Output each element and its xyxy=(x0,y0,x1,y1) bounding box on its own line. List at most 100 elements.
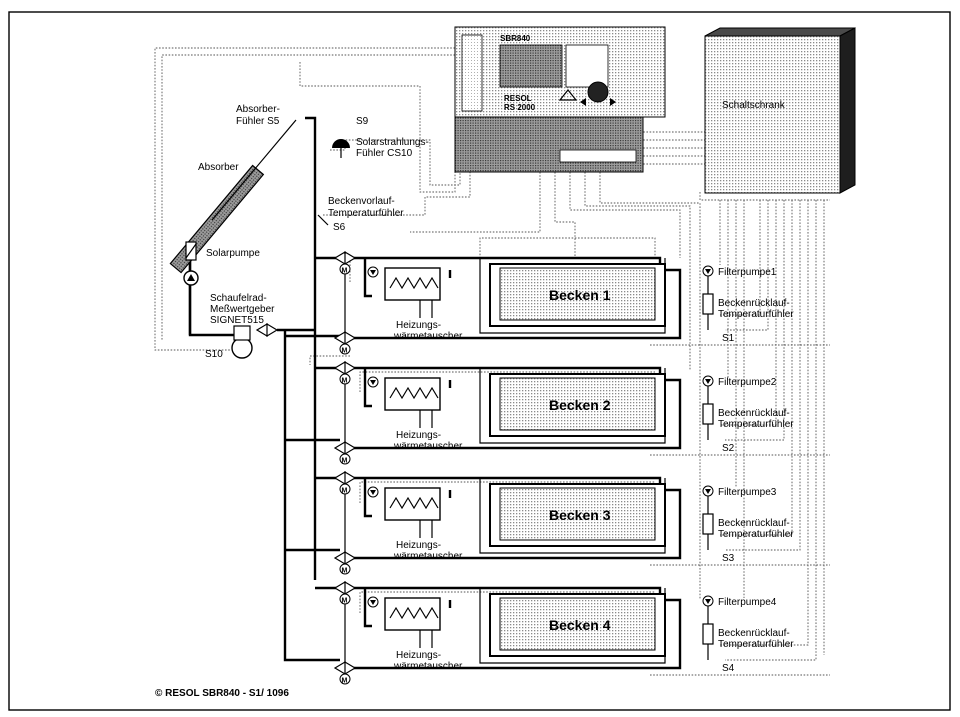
valve-motor-icon-3 xyxy=(339,483,351,495)
radiation-sensor-label-2: Fühler CS10 xyxy=(356,148,413,159)
cabinet-top xyxy=(704,27,856,37)
return-sensor-label: Temperaturfühler xyxy=(718,529,794,540)
return-sensor-label: Temperaturfühler xyxy=(718,639,794,650)
flow-sensor-label-2: Temperaturfühler xyxy=(328,208,404,219)
cabinet-front xyxy=(704,35,841,194)
heat-exchanger-3 xyxy=(384,487,441,521)
pool-label: Becken 4 xyxy=(549,617,611,633)
valve-motor-label: M xyxy=(342,378,348,385)
controller-model-bottom: RS 2000 xyxy=(504,103,536,112)
switch-cabinet: Schaltschrank xyxy=(704,27,856,194)
heat-exchanger-2 xyxy=(384,377,441,411)
valve-motor-label: M xyxy=(342,458,348,465)
valve-motor-icon-3 xyxy=(339,563,351,575)
heat-exchanger-label: wärmetauscher xyxy=(393,331,463,342)
flow-sensor-id: S6 xyxy=(333,222,346,233)
valve-motor-label: M xyxy=(342,488,348,495)
flow-sensor-label: Beckenvorlauf- xyxy=(328,196,395,207)
solar-pump-label: Solarpumpe xyxy=(206,248,260,259)
controller-arrow-left-icon xyxy=(580,98,586,106)
cabinet-label: Schaltschrank xyxy=(722,100,786,111)
return-sensor-id: S3 xyxy=(722,553,735,564)
pool-label: Becken 2 xyxy=(549,397,611,413)
flowmeter-id: S10 xyxy=(205,349,223,360)
controller-arrow-right-icon xyxy=(610,98,616,106)
pool-label: Becken 1 xyxy=(549,287,611,303)
return-sensor-label: Beckenrücklauf- xyxy=(718,298,790,309)
solar-loop xyxy=(169,116,350,662)
heat-exchanger-coil-icon xyxy=(389,496,439,510)
heat-exchanger-coil-icon xyxy=(389,606,439,620)
cabinet-side xyxy=(839,27,856,194)
heat-exchanger-label: wärmetauscher xyxy=(393,441,463,452)
heat-exchanger-label: Heizungs- xyxy=(396,650,441,661)
radiation-sensor-icon xyxy=(332,139,350,148)
controller-display xyxy=(499,44,563,88)
filter-pump-label: Filterpumpe2 xyxy=(718,377,777,388)
pool-row-2: M M Becken 2 Filterpumpe2Beckenrücklauf-Tem… xyxy=(315,360,794,465)
flowmeter-label-2: Meßwertgeber xyxy=(210,304,275,315)
flowmeter-sensor-icon xyxy=(233,325,251,341)
flowmeter-valve-icon xyxy=(255,322,279,338)
return-sensor-label: Beckenrücklauf- xyxy=(718,408,790,419)
return-sensor-icon-2 xyxy=(702,403,714,425)
controller-brand: RESOL xyxy=(504,94,532,103)
valve-supply-icon-1 xyxy=(333,250,357,266)
valve-motor-label: M xyxy=(342,598,348,605)
filter-pump-label: Filterpumpe3 xyxy=(718,487,777,498)
pool-water-3 xyxy=(499,487,656,541)
heat-exchanger-4 xyxy=(384,597,441,631)
valve-motor-icon-2 xyxy=(339,373,351,385)
valve-motor-icon-1 xyxy=(339,343,351,355)
heat-exchanger-coil-icon xyxy=(389,276,439,290)
pool-water-4 xyxy=(499,597,656,651)
valve-return-icon-2 xyxy=(333,440,357,456)
radiation-sensor-id: S9 xyxy=(356,116,369,127)
controller-model-top: SBR840 xyxy=(500,34,531,43)
valve-supply-icon-3 xyxy=(333,470,357,486)
valve-motor-label: M xyxy=(342,268,348,275)
flowmeter-icon xyxy=(231,337,253,359)
pool-water-1 xyxy=(499,267,656,321)
return-sensor-id: S1 xyxy=(722,333,735,344)
return-sensor-icon-3 xyxy=(702,513,714,535)
heat-exchanger-label: Heizungs- xyxy=(396,540,441,551)
heat-exchanger-1 xyxy=(384,267,441,301)
controller-keypad xyxy=(565,44,609,88)
pool-row-1: M M Becken 1 Filterpumpe1Beckenrücklauf-Tem… xyxy=(315,250,794,355)
return-sensor-id: S4 xyxy=(722,663,735,674)
filter-pump-label: Filterpumpe1 xyxy=(718,267,777,278)
filter-pump-label: Filterpumpe4 xyxy=(718,597,777,608)
controller-unit: SBR840 RESOL RS 2000 xyxy=(454,26,666,173)
controller-left-panel xyxy=(461,34,483,112)
diagram-frame xyxy=(8,11,951,711)
pool-water-2 xyxy=(499,377,656,431)
pool-label: Becken 3 xyxy=(549,507,611,523)
valve-motor-label: M xyxy=(342,348,348,355)
return-sensor-label: Temperaturfühler xyxy=(718,419,794,430)
absorber-label: Absorber xyxy=(198,162,239,173)
heat-exchanger-label: wärmetauscher xyxy=(393,551,463,562)
valve-return-icon-3 xyxy=(333,550,357,566)
controller-terminal-strip xyxy=(559,149,637,163)
controller-terminal-block xyxy=(454,116,644,173)
copyright: © RESOL SBR840 - S1/ 1096 xyxy=(155,688,289,699)
return-sensor-label: Temperaturfühler xyxy=(718,309,794,320)
pool-row-3: M M Becken 3 Filterpumpe3Beckenrücklauf-Tem… xyxy=(315,470,794,575)
valve-motor-label: M xyxy=(342,568,348,575)
heat-exchanger-coil-icon xyxy=(389,386,439,400)
flowmeter-label-3: SIGNET515 xyxy=(210,315,264,326)
heat-exchanger-label: wärmetauscher xyxy=(393,661,463,672)
valve-supply-icon-4 xyxy=(333,580,357,596)
valve-supply-icon-2 xyxy=(333,360,357,376)
absorber-sensor-label-2: Fühler S5 xyxy=(236,116,280,127)
return-sensor-icon-4 xyxy=(702,623,714,645)
controller-logo-icon xyxy=(558,89,578,101)
valve-motor-icon-1 xyxy=(339,263,351,275)
valve-motor-icon-4 xyxy=(339,673,351,685)
return-sensor-icon-1 xyxy=(702,293,714,315)
absorber-sensor-label: Absorber- xyxy=(236,104,280,115)
return-sensor-label: Beckenrücklauf- xyxy=(718,518,790,529)
return-sensor-id: S2 xyxy=(722,443,735,454)
